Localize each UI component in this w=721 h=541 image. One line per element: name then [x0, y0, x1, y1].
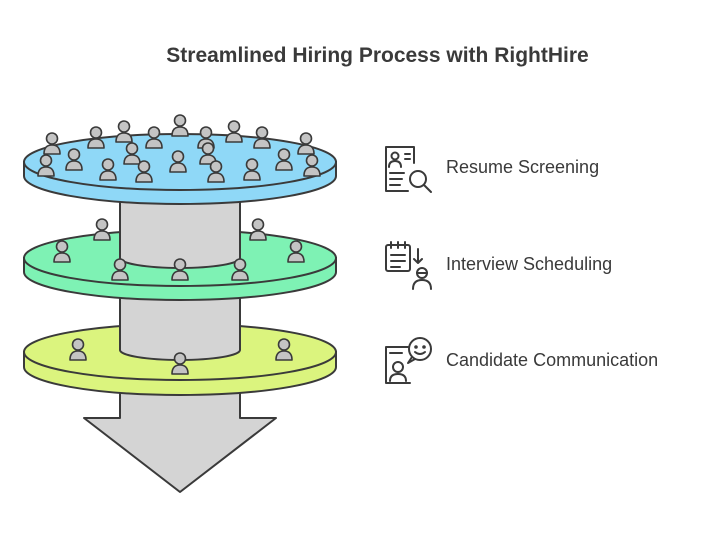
step-label-interview-scheduling: Interview Scheduling: [446, 254, 613, 274]
person-icon: [225, 120, 243, 143]
person-icon: [115, 120, 133, 143]
resume-search-icon: [385, 146, 432, 193]
funnel-arrow: [83, 389, 277, 493]
funnel-shaft-upper: [119, 196, 241, 269]
person-icon: [43, 132, 61, 155]
candidate-chat-icon: [385, 337, 432, 384]
person-icon: [93, 218, 111, 241]
step-label-resume-screening: Resume Screening: [446, 157, 600, 177]
calendar-schedule-icon: [385, 241, 432, 290]
step-label-candidate-communication: Candidate Communication: [446, 350, 659, 370]
person-icon: [171, 114, 189, 137]
person-icon: [249, 218, 267, 241]
diagram-title: Streamlined Hiring Process with RightHir…: [166, 44, 589, 67]
funnel-shaft-lower: [119, 292, 241, 361]
